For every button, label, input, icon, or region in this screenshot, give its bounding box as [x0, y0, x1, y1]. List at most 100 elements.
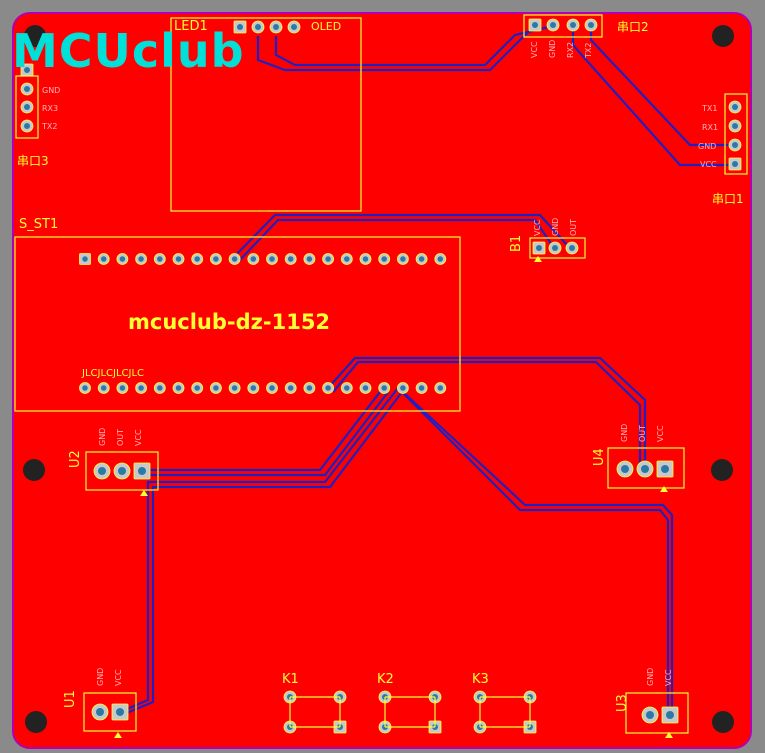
st1-top-pad-hole — [437, 256, 444, 262]
led1-pad-hole — [273, 24, 279, 30]
u1-pad-hole — [116, 708, 124, 716]
uart1-pin-label: RX1 — [702, 123, 719, 132]
st1-bottom-pad-hole — [119, 385, 126, 391]
led1-name: OLED — [311, 20, 342, 33]
uart3-pin-label: TX2 — [42, 122, 58, 131]
u3-pad-hole — [646, 711, 654, 719]
led1-pad-hole — [255, 24, 261, 30]
uart2-pad-hole — [550, 22, 556, 28]
u4-pin-label: VCC — [656, 425, 665, 442]
u2-ref: U2 — [68, 450, 83, 468]
st1-top-pad-hole — [325, 256, 331, 262]
trace — [397, 387, 670, 708]
led1-outline — [170, 17, 362, 212]
pin1-marker — [534, 256, 542, 262]
st1-bottom-pad-hole — [157, 385, 163, 391]
k2-outline — [384, 696, 436, 728]
u4-pad-hole — [661, 465, 669, 473]
u4-ref: U4 — [592, 448, 607, 466]
b1-pin-label: OUT — [569, 218, 578, 236]
st1-bottom-pad-hole — [437, 385, 444, 391]
u2-pin-label: VCC — [134, 429, 143, 446]
uart2-pad-hole — [532, 22, 538, 28]
st1-bottom-pad-hole — [138, 385, 144, 391]
st1-bottom-pad-hole — [175, 385, 182, 391]
st1-top-pad-hole — [269, 256, 275, 262]
u3-pad-hole — [666, 711, 674, 719]
mcuclub-logo: MCUclub — [12, 24, 245, 78]
trace — [142, 391, 389, 477]
u4-pin-label: GND — [620, 423, 629, 442]
pcb-board — [12, 12, 752, 749]
mounting-hole — [25, 711, 47, 733]
u1-pin-label: VCC — [114, 669, 123, 686]
k1-ref: K1 — [282, 672, 299, 687]
u1-pad-hole — [96, 708, 104, 716]
traces — [119, 24, 735, 716]
trace — [327, 356, 647, 465]
uart2-ref: 串口2 — [617, 20, 649, 34]
st1-top-pad-hole — [381, 256, 387, 262]
uart1-ref: 串口1 — [712, 192, 744, 206]
uart3-pad-hole — [24, 67, 30, 73]
k3-ref: K3 — [472, 672, 489, 687]
pads — [20, 18, 742, 734]
st1-top-pad-hole — [138, 256, 144, 262]
u2-pad-hole — [118, 467, 126, 475]
led1-ref: LED1 — [174, 19, 208, 34]
u2-pad-hole — [98, 467, 106, 475]
uart1-pad-hole — [732, 142, 738, 148]
st1-bottom-pad-hole — [194, 385, 200, 391]
st1-top-pad-hole — [119, 256, 126, 262]
k3-outline — [479, 696, 531, 728]
outlines — [14, 14, 748, 734]
uart2-pin-label: VCC — [530, 41, 539, 58]
uart2-pad-hole — [588, 22, 594, 28]
trace — [402, 391, 674, 708]
pin1-marker — [665, 732, 673, 738]
mounting-hole — [24, 25, 46, 47]
b1-pad-hole — [569, 245, 575, 251]
st1-outline — [14, 236, 461, 412]
uart2-pin-label: TX2 — [584, 42, 593, 58]
u4-pad-hole — [641, 465, 649, 473]
u3-pin-label: GND — [646, 667, 655, 686]
st1-top-pad-hole — [157, 256, 163, 262]
st1-bottom-pad-hole — [418, 385, 425, 391]
st1-bottom-pad-hole — [269, 385, 275, 391]
st1-bottom-pad-hole — [231, 385, 238, 391]
pin1-marker — [140, 490, 148, 496]
uart2-pin-label: GND — [548, 39, 557, 58]
trace — [119, 387, 399, 714]
trace — [332, 360, 642, 465]
st1-top-pad-hole — [231, 256, 238, 262]
u2-pin-label: OUT — [116, 428, 125, 446]
uart1-pin-label: GND — [698, 142, 717, 151]
b1-pad-hole — [552, 245, 558, 251]
uart3-pin-label: RX3 — [42, 104, 59, 113]
uart3-pad-hole — [24, 123, 30, 129]
u1-pin-label: GND — [96, 667, 105, 686]
st1-bottom-pad-hole — [82, 385, 88, 391]
uart1-pad-hole — [732, 123, 738, 129]
mounting-hole — [711, 459, 733, 481]
st1-top-pad-hole — [250, 256, 257, 262]
uart3-pin-label: GND — [42, 86, 61, 95]
b1-ref: B1 — [509, 234, 524, 252]
mounting-holes — [23, 25, 734, 733]
b1-pin-label: VCC — [533, 219, 542, 236]
st1-bottom-pad-hole — [250, 385, 257, 391]
b1-outline — [529, 237, 586, 259]
st1-top-pad-hole — [362, 256, 369, 262]
trace — [140, 387, 384, 472]
st1-bottom-pad-hole — [344, 385, 350, 391]
uart3-outline — [15, 75, 39, 139]
trace — [274, 24, 554, 67]
st1-bottom-pad-hole — [325, 385, 331, 391]
u1-outline — [83, 692, 137, 732]
st1-bottom-pad-hole — [381, 385, 387, 391]
st1-top-pad-hole — [344, 256, 350, 262]
pin1-marker — [660, 486, 668, 492]
k1-outline — [289, 696, 341, 728]
